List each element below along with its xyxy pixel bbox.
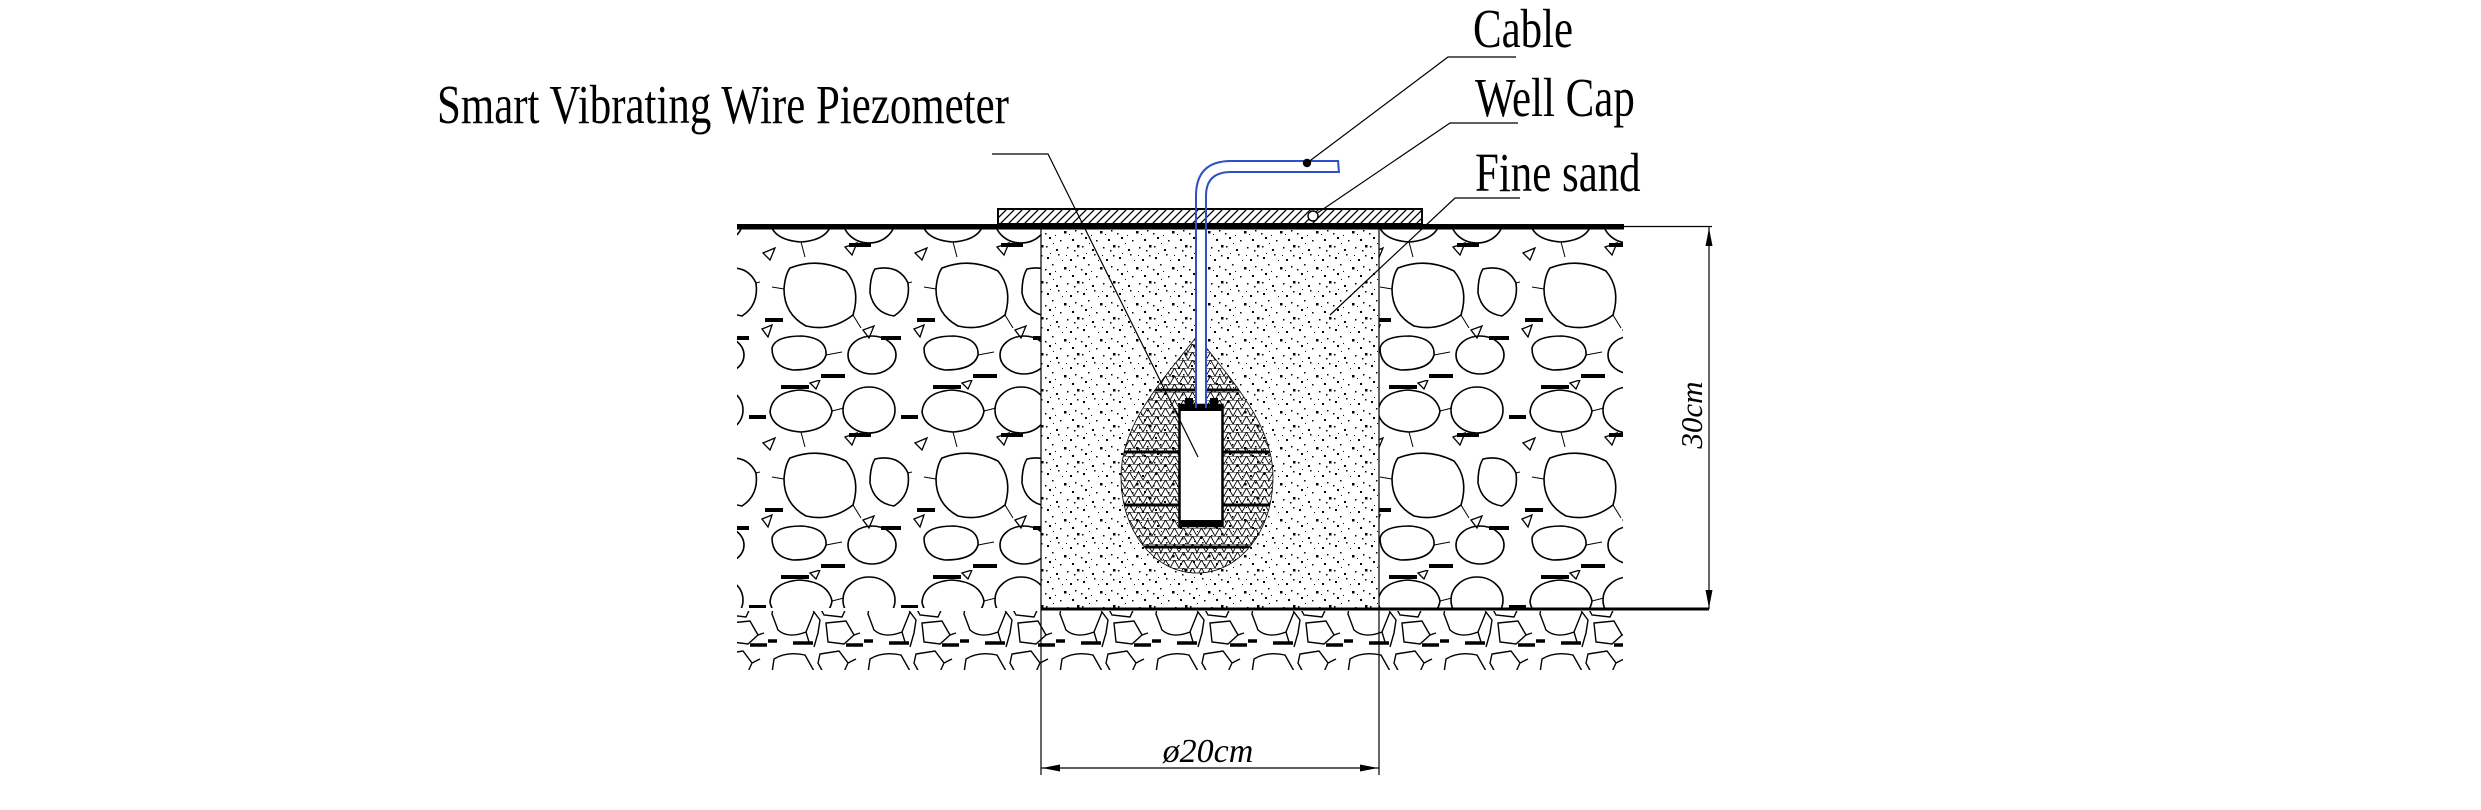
well-cap-leader-line	[1307, 122, 1518, 222]
piezometer-body	[1178, 398, 1224, 528]
depth-dimension	[1705, 227, 1713, 609]
ground-surface-line	[737, 224, 1712, 230]
cable-outer-edge	[1195, 160, 1338, 408]
right-rock-layer	[1379, 229, 1623, 608]
cable-leader-dot	[1302, 158, 1312, 168]
dimension-depth-text: 30cm	[1674, 381, 1709, 449]
cable-inner-edge	[1205, 171, 1338, 408]
diameter-dimension	[1041, 764, 1379, 772]
cable-tube	[1195, 159, 1340, 408]
label-well-cap: Well Cap	[1475, 67, 1635, 128]
left-rock-layer	[737, 229, 1041, 608]
cable-leader-line	[1302, 56, 1516, 168]
piezometer-leader-line	[992, 153, 1199, 458]
label-fine-sand: Fine sand	[1475, 142, 1641, 203]
label-cable: Cable	[1473, 0, 1574, 59]
well-cap-leader-circle	[1307, 210, 1319, 222]
excavation-outline	[1040, 227, 1709, 775]
fine-sand-leader-line	[1329, 197, 1520, 316]
label-smart-vibrating-wire-piezometer: Smart Vibrating Wire Piezometer	[437, 74, 1009, 135]
dimension-diameter-text: ø20cm	[1162, 733, 1254, 770]
cable-end-cap	[1337, 159, 1340, 174]
gravel-base-layer	[737, 611, 1623, 670]
well-cap	[997, 208, 1423, 225]
